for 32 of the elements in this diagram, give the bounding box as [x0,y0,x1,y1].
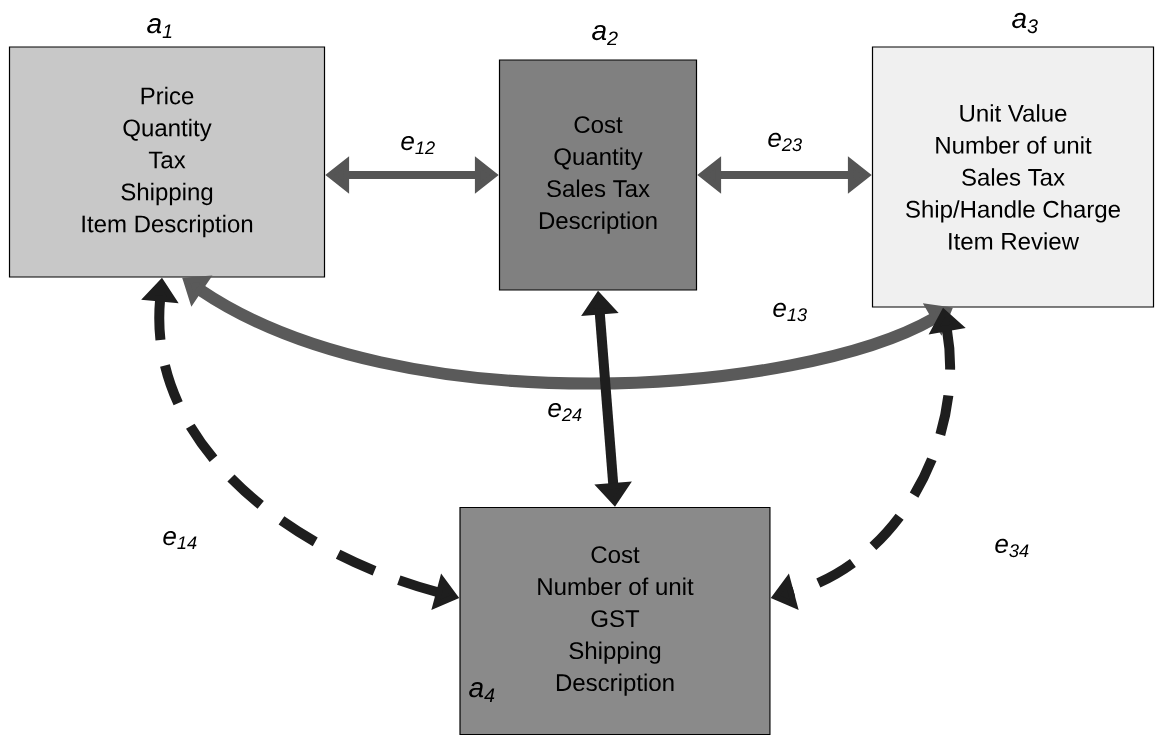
edge-label: e$_{13}$ [770,300,810,324]
node-label: Quantity [123,118,212,142]
node-label: Shipping [121,182,213,206]
edge-label: e$_{12}$ [398,133,438,157]
node-label: a$_{2}$ [592,24,618,46]
edge-label: e$_{23}$ [765,130,805,154]
process-box: Unit Value Number of unit Sales Tax Ship/Handle Charge Item Review [871,46,1155,308]
node-label: Cost [591,546,640,564]
node-label: Description [539,211,657,234]
node-label: a$_{4}$ [469,682,495,702]
node-label: GST [591,610,640,628]
node-label: a$_{1}$ [147,18,172,38]
node-label: Ship/Handle Charge [906,200,1120,223]
process-box: Cost Quantity Sales Tax Description [498,59,698,291]
node-label: Unit Value [960,104,1067,122]
node-label: Sales Tax [962,168,1065,186]
node-label: Item Description [82,214,253,238]
node-label: a$_{3}$ [1012,12,1038,34]
node-label: Item Review [949,232,1080,250]
node-label: Quantity [554,147,643,170]
edge-label: e$_{14}$ [160,529,200,551]
node-label: Tax [148,151,186,169]
edge-label: e$_{34}$ [992,536,1032,560]
node-label: Number of unit [936,136,1092,154]
node-label: Price [141,86,194,105]
node-label: Sales Tax [547,179,650,198]
process-box: Price Quantity Tax Shipping Item Description [8,46,326,278]
node-label: Cost [574,116,623,134]
node-label: Shipping [569,641,661,664]
edge-label: e$_{24}$ [545,400,585,424]
node-label: Number of unit [538,577,694,596]
node-label: Description [556,673,674,696]
